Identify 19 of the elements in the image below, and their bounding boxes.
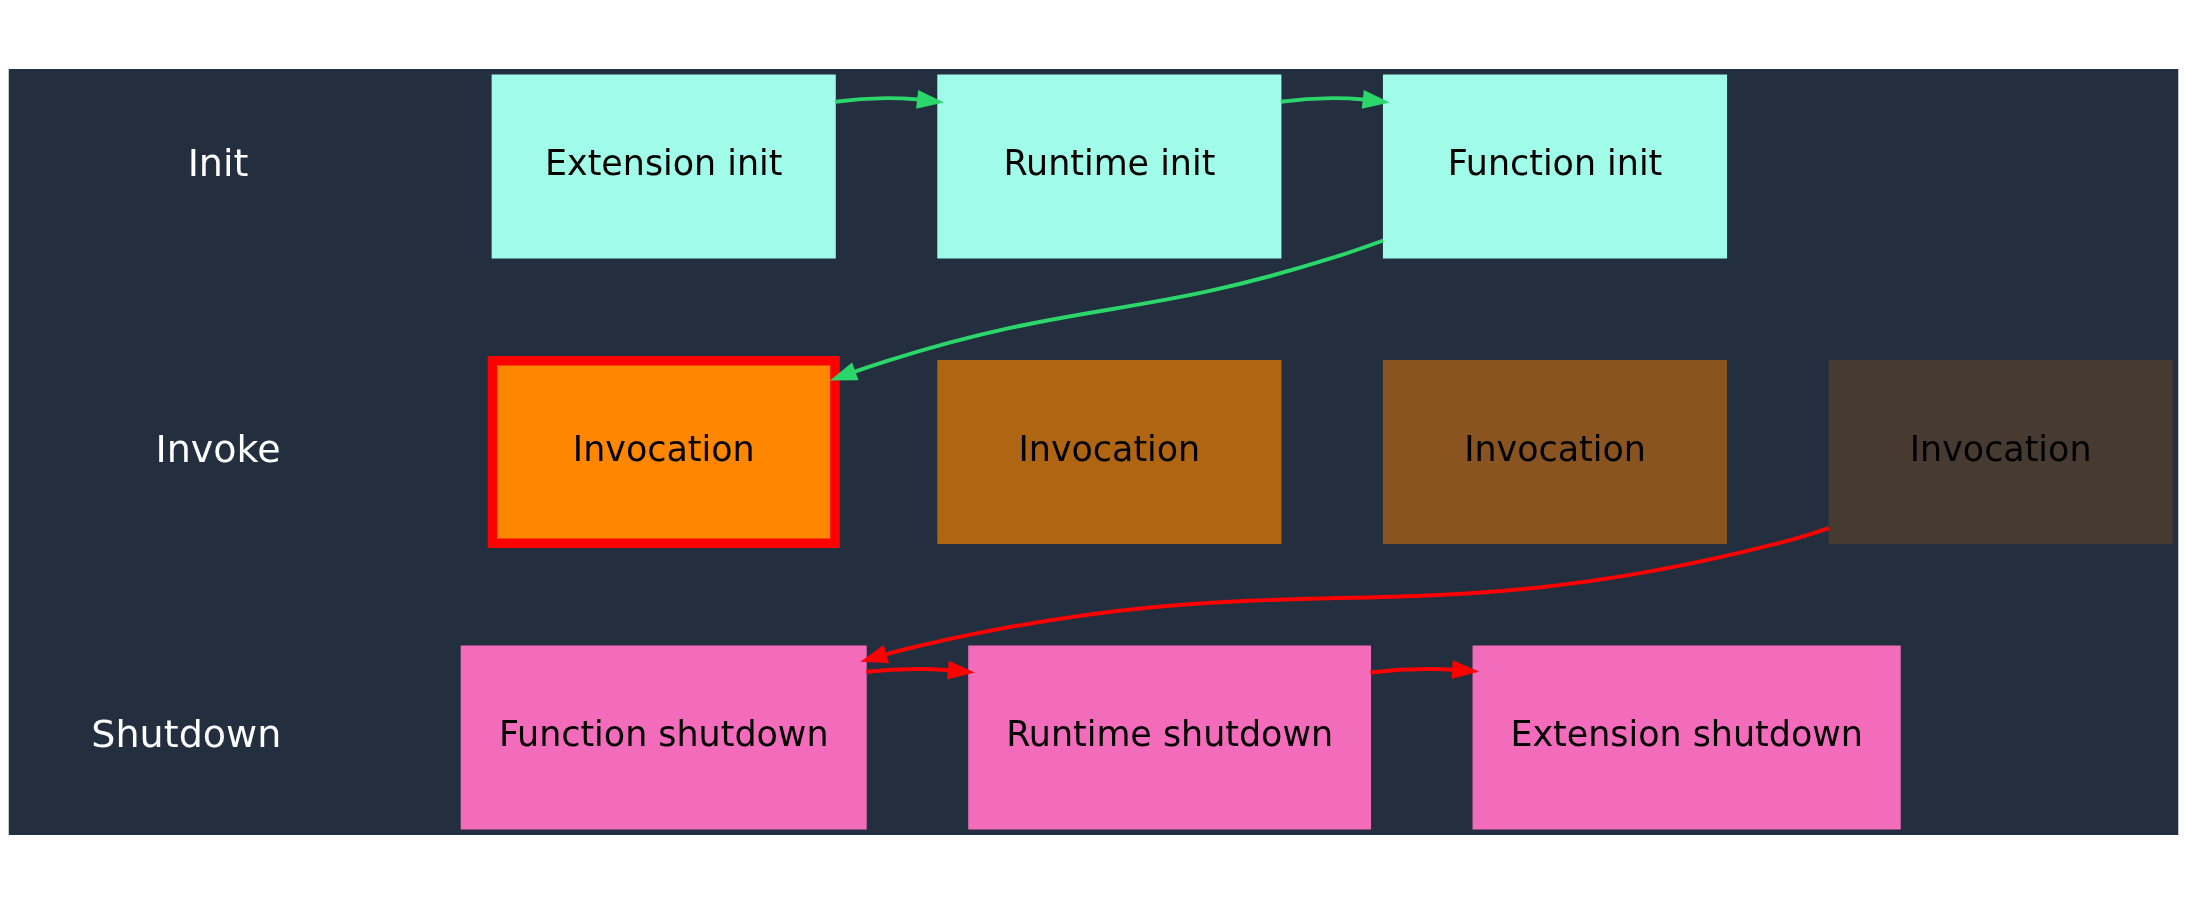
node-box: Invocation (937, 359, 1282, 544)
arrow (1280, 89, 1390, 109)
node-box: Runtime shutdown (968, 645, 1372, 829)
label: Init (187, 140, 249, 185)
node-box: Invocation (487, 355, 840, 548)
arrow (834, 89, 944, 109)
node-box: Runtime init (937, 74, 1282, 258)
arrow (866, 660, 975, 679)
node-box: Function shutdown (460, 645, 867, 829)
arrow (1370, 659, 1479, 679)
arrow (829, 238, 1384, 381)
arrow (860, 525, 1830, 663)
node-box: Function init (1382, 74, 1728, 258)
node-box: Extension shutdown (1472, 645, 1901, 829)
node-box: Invocation (1382, 359, 1728, 544)
node-box: Invocation (1828, 359, 2173, 544)
label: Invoke (155, 426, 281, 471)
node-box: Extension init (491, 74, 836, 258)
label: Shutdown (91, 711, 282, 756)
